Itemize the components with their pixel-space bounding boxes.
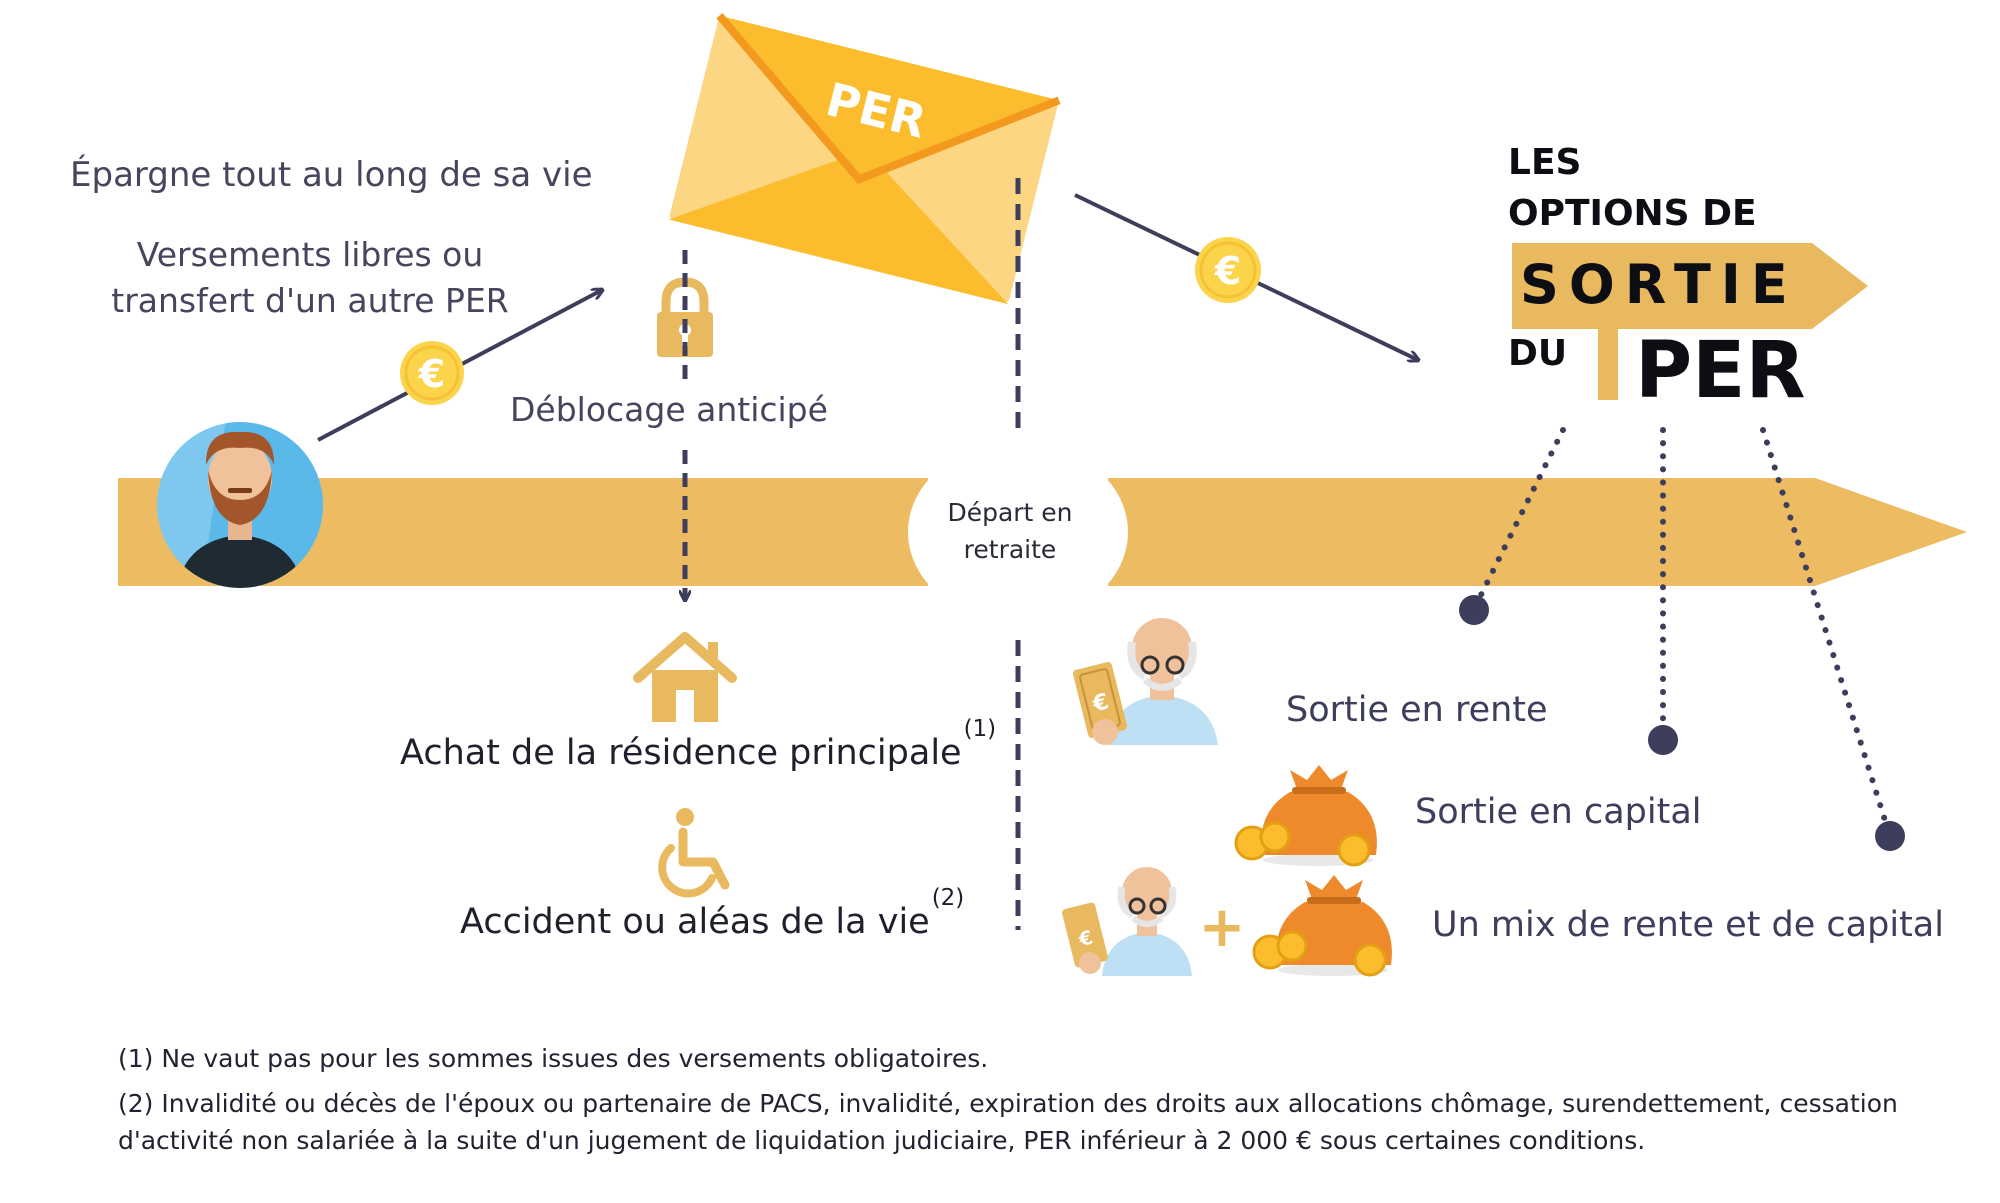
exit-title-les: LES — [1508, 142, 1582, 183]
euro-symbol: € — [1076, 927, 1095, 952]
option-rente-label: Sortie en rente — [1286, 690, 1548, 730]
house-icon — [633, 632, 737, 722]
exit-title-options: OPTIONS DE — [1508, 193, 1757, 234]
money-bag-icon — [1252, 875, 1392, 977]
plus-sign: + — [1199, 895, 1246, 960]
accident-text: Accident ou aléas de la vie — [460, 902, 930, 942]
savings-label: Épargne tout au long de sa vie — [70, 155, 593, 195]
home-purchase-label: Achat de la résidence principale(1) — [400, 716, 996, 773]
euro-coin-icon: € — [400, 341, 464, 405]
exit-title-sortie: SORTIE — [1520, 253, 1798, 316]
euro-symbol: € — [418, 352, 445, 396]
exit-title-du: DU — [1508, 333, 1568, 374]
footnote-1: (1) Ne vaut pas pour les sommes issues d… — [118, 1044, 989, 1073]
footnote-ref-2: (2) — [931, 885, 965, 911]
early-release-label: Déblocage anticipé — [510, 390, 828, 429]
option-capital-label: Sortie en capital — [1415, 792, 1702, 832]
signpost-icon — [1512, 243, 1868, 400]
option-mix-label: Un mix de rente et de capital — [1432, 905, 1944, 945]
footnote-ref-1: (1) — [963, 716, 997, 742]
accident-label: Accident ou aléas de la vie(2) — [460, 885, 964, 942]
exit-connectors — [1459, 427, 1905, 851]
euro-symbol: € — [1089, 689, 1111, 717]
footnote-2: (2) Invalidité ou décès de l'époux ou pa… — [118, 1089, 1898, 1155]
money-bag-icon — [1234, 765, 1377, 867]
per-envelope-icon: PER — [668, 13, 1061, 305]
euro-coin-icon: € — [1195, 237, 1261, 303]
elderly-man-icon: € — [1072, 618, 1218, 745]
versements-label: Versements libres ou transfert d'un autr… — [111, 235, 509, 320]
elderly-man-icon: € — [1062, 867, 1192, 976]
home-purchase-text: Achat de la résidence principale — [400, 733, 962, 773]
euro-symbol: € — [1214, 249, 1241, 293]
wheelchair-icon — [658, 808, 730, 898]
retirement-label: Départ en retraite — [947, 498, 1073, 564]
exit-title-per: PER — [1635, 326, 1806, 416]
timeline-band — [118, 442, 1967, 622]
